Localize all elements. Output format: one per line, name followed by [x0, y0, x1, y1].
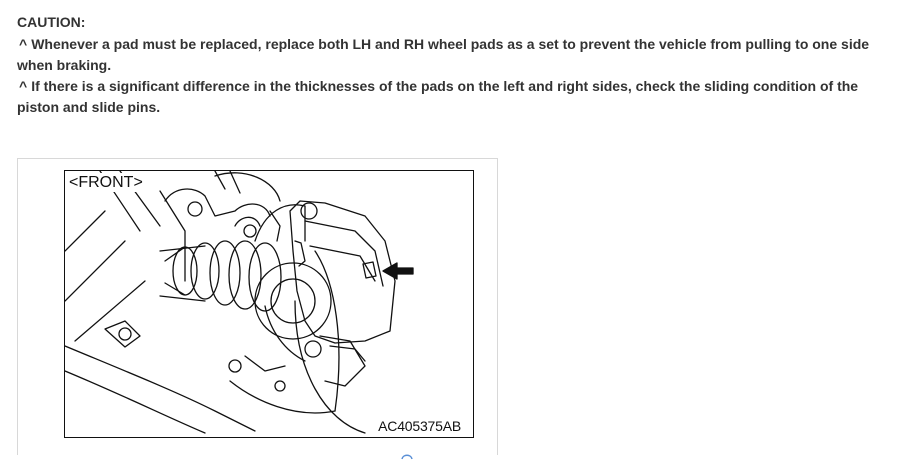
caution-item-text: Whenever a pad must be replaced, replace…: [17, 36, 870, 73]
caution-title: CAUTION:: [17, 14, 86, 30]
front-label: <FRONT>: [68, 173, 144, 192]
caution-item-text: If there is a significant difference in …: [17, 78, 859, 115]
caliper-drawing: [65, 171, 414, 434]
illustration-code: AC405375AB: [376, 418, 463, 435]
caution-block: CAUTION: ^Whenever a pad must be replace…: [17, 12, 877, 118]
brake-caliper-illustration: <FRONT> AC405375AB: [64, 170, 474, 438]
partial-circle-icon: [401, 454, 413, 460]
caution-item: ^Whenever a pad must be replaced, replac…: [17, 34, 877, 76]
caution-item: ^If there is a significant difference in…: [17, 76, 877, 118]
caret-icon: ^: [19, 36, 28, 52]
caret-icon: ^: [19, 78, 28, 94]
